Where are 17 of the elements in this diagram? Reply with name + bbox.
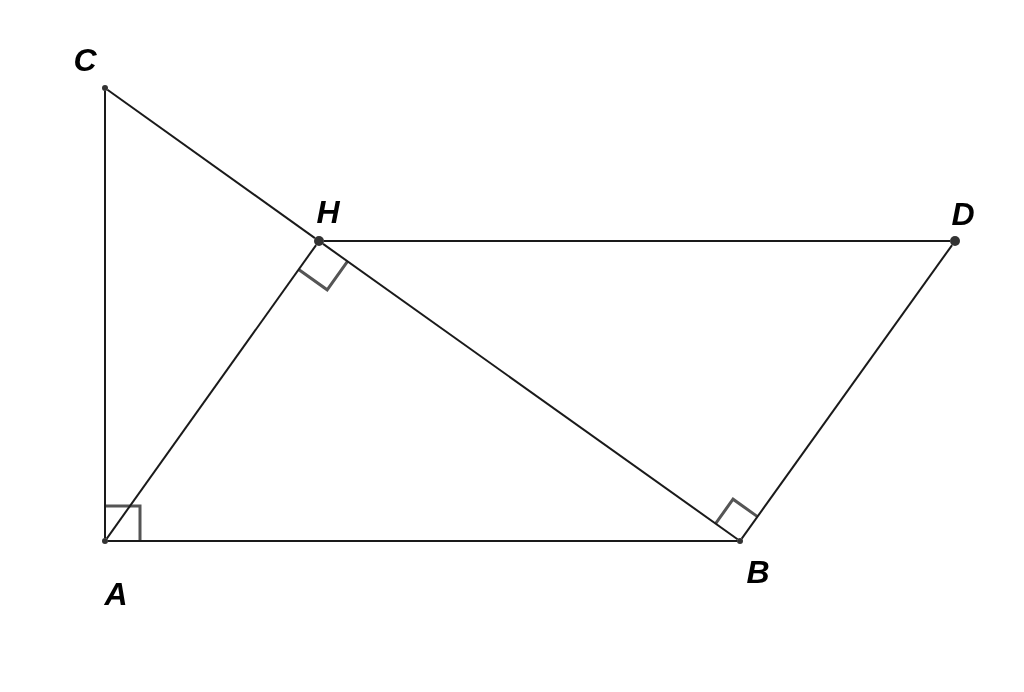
point-dot: [102, 85, 108, 91]
point-label: H: [316, 196, 340, 228]
line-segment: [740, 244, 954, 540]
point-label: B: [746, 556, 770, 588]
point-dot: [737, 538, 743, 544]
line-segment: [322, 242, 739, 541]
line-segment: [105, 244, 318, 540]
line-segment: [106, 88, 316, 240]
line-segment: [323, 240, 951, 242]
point-label: D: [951, 198, 975, 230]
point-dot: [314, 236, 324, 246]
point-dot: [950, 236, 960, 246]
point-label: C: [73, 44, 97, 76]
line-segment: [107, 540, 738, 542]
point-dot: [102, 538, 108, 544]
line-segment: [104, 90, 106, 539]
point-label: A: [104, 578, 128, 610]
